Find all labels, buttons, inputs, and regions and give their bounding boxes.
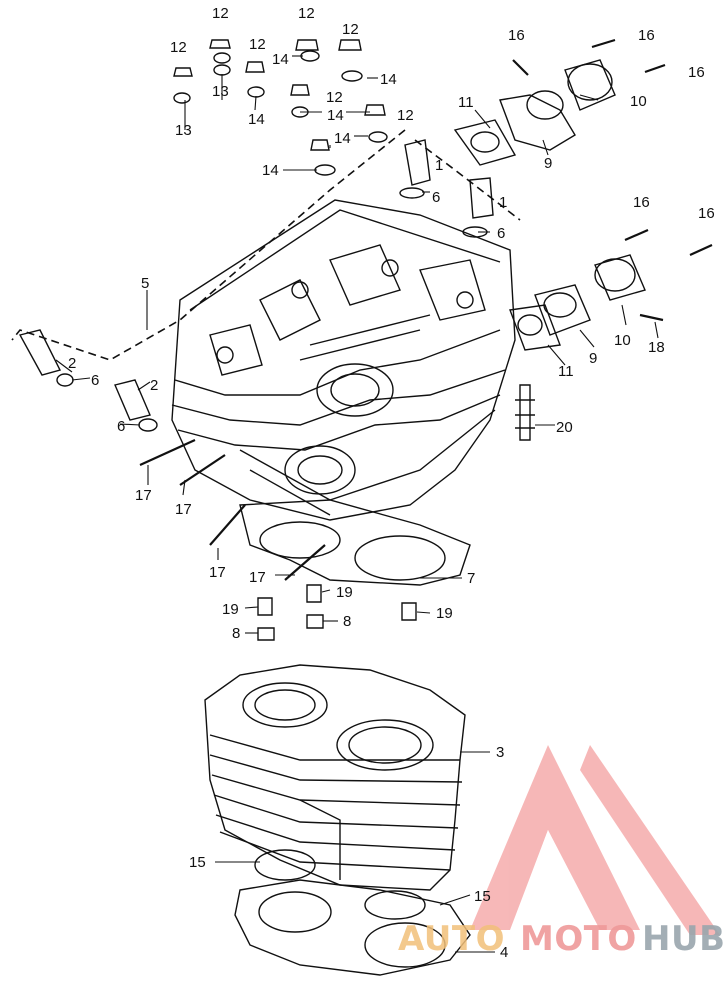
callout-19-right: 19 (436, 605, 453, 622)
callout-15-left: 15 (189, 854, 206, 871)
callout-20: 20 (556, 419, 573, 436)
callout-8-right: 8 (343, 613, 352, 630)
dowels-collars (257, 584, 417, 641)
watermark-hub: HUB (642, 919, 726, 959)
callout-9-lower: 9 (589, 350, 598, 367)
callout-2-left: 2 (68, 355, 77, 372)
callout-1-lower: 1 (499, 194, 508, 211)
callout-12-top-center: 12 (298, 5, 315, 22)
callout-8-left: 8 (232, 625, 241, 642)
callout-12-left: 12 (170, 39, 187, 56)
studs-bolts (139, 38, 713, 581)
callout-6-left: 6 (91, 372, 100, 389)
callout-16-c: 16 (688, 64, 705, 81)
callout-16-d: 16 (633, 194, 650, 211)
callout-6-left-lower: 6 (117, 418, 126, 435)
leader-lines (55, 55, 659, 953)
callout-12-top-left: 12 (212, 5, 229, 22)
callout-17-d: 17 (249, 569, 266, 586)
callout-12-center: 12 (326, 89, 343, 106)
callout-17-b: 17 (175, 501, 192, 518)
callout-14-lower: 14 (262, 162, 279, 179)
callout-19-left: 19 (222, 601, 239, 618)
callout-18: 18 (648, 339, 665, 356)
callout-16-a: 16 (508, 27, 525, 44)
dashed-assembly-line (11, 129, 406, 361)
watermark-auto: AUTO (398, 919, 505, 959)
callout-4: 4 (500, 944, 509, 961)
watermark-moto: MOTO (520, 919, 637, 959)
head-gasket (239, 499, 471, 586)
callout-12-top-right: 12 (342, 21, 359, 38)
callout-11-lower: 11 (558, 363, 574, 380)
callout-14-top: 14 (272, 51, 289, 68)
callout-2-right: 2 (150, 377, 159, 394)
base-gasket (234, 849, 471, 976)
callout-16-b: 16 (638, 27, 655, 44)
callout-10-upper: 10 (630, 93, 647, 110)
spark-plug (515, 384, 535, 441)
callout-16-e: 16 (698, 205, 715, 222)
callout-5: 5 (141, 275, 150, 292)
dowels-orings (18, 139, 494, 432)
callout-6-lower: 6 (497, 225, 506, 242)
callout-10-lower: 10 (614, 332, 631, 349)
callout-17-c: 17 (209, 564, 226, 581)
callout-12-mid: 12 (249, 36, 266, 53)
callout-13-lower: 13 (175, 122, 192, 139)
callout-12-right: 12 (397, 107, 414, 124)
dashed-assembly-line-right (414, 139, 521, 221)
callout-9-upper: 9 (544, 155, 553, 172)
callout-17-a: 17 (135, 487, 152, 504)
callout-14-right: 14 (380, 71, 397, 88)
watermark-logo-icon (470, 745, 720, 935)
cylinder-head (171, 199, 516, 521)
callout-7: 7 (467, 570, 476, 587)
callout-14-lower-right: 14 (334, 130, 351, 147)
callout-6-upper: 6 (432, 189, 441, 206)
callout-14-mid: 14 (327, 107, 344, 124)
callout-15-right: 15 (474, 888, 491, 905)
callout-19-center: 19 (336, 584, 353, 601)
callout-11-upper: 11 (458, 94, 474, 111)
callout-13-upper: 13 (212, 83, 229, 100)
intake-parts (453, 59, 646, 351)
callout-3: 3 (496, 744, 505, 761)
cylinder-block (204, 664, 466, 891)
callout-1-upper: 1 (435, 157, 444, 174)
callout-14-left: 14 (248, 111, 265, 128)
